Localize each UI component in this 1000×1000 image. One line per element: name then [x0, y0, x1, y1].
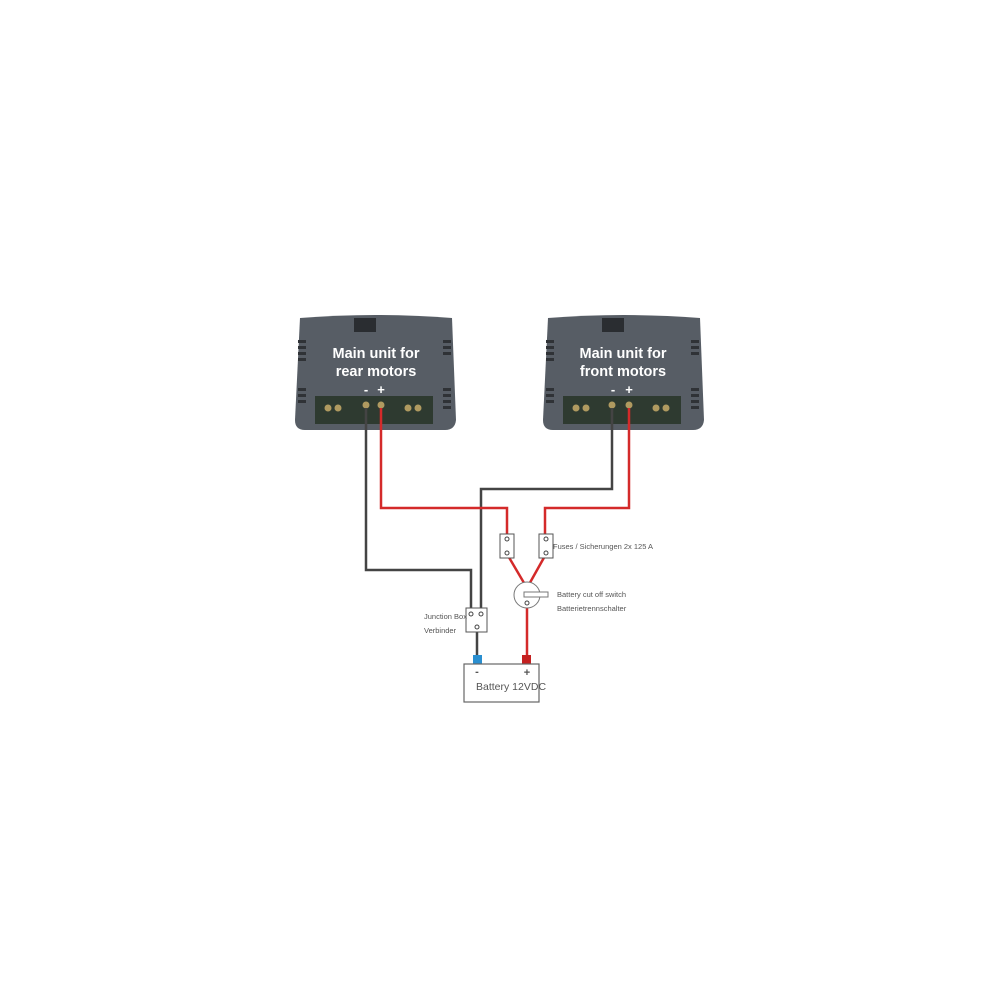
switch-label-de: Batterietrennschalter — [557, 604, 627, 613]
battery-positive-terminal — [522, 655, 531, 664]
battery-negative-terminal — [473, 655, 482, 664]
fuses-label: Fuses / Sicherungen 2x 125 A — [553, 542, 653, 551]
front-unit-label-line2: front motors — [580, 364, 666, 380]
junction-label-de: Verbinder — [424, 626, 457, 635]
fuse-right — [538, 533, 554, 559]
battery-minus-label: - — [475, 666, 479, 678]
battery-label: Battery 12VDC — [476, 681, 546, 693]
junction-box — [465, 607, 488, 633]
front-unit-plus: + — [625, 382, 633, 397]
switch-label-en: Battery cut off switch — [557, 590, 626, 599]
rear-main-unit: Main unit for rear motors - + — [295, 315, 456, 430]
rear-negative-wire — [364, 408, 473, 612]
junction-label-en: Junction Box — [424, 612, 467, 621]
rear-positive-wire — [379, 408, 509, 540]
battery-cutoff-switch — [513, 581, 549, 609]
rear-unit-label-line1: Main unit for — [333, 346, 420, 362]
rear-unit-minus: - — [364, 382, 368, 397]
front-negative-wire — [479, 408, 614, 612]
front-positive-wire — [543, 408, 631, 540]
battery-plus-label: + — [524, 667, 530, 679]
rear-unit-label-line2: rear motors — [336, 364, 417, 380]
fuse-left — [499, 533, 515, 559]
front-unit-label-line1: Main unit for — [580, 346, 667, 362]
front-main-unit: Main unit for front motors - + — [543, 315, 704, 430]
front-unit-minus: - — [611, 382, 615, 397]
battery: - + Battery 12VDC — [463, 655, 546, 703]
rear-unit-plus: + — [377, 382, 385, 397]
